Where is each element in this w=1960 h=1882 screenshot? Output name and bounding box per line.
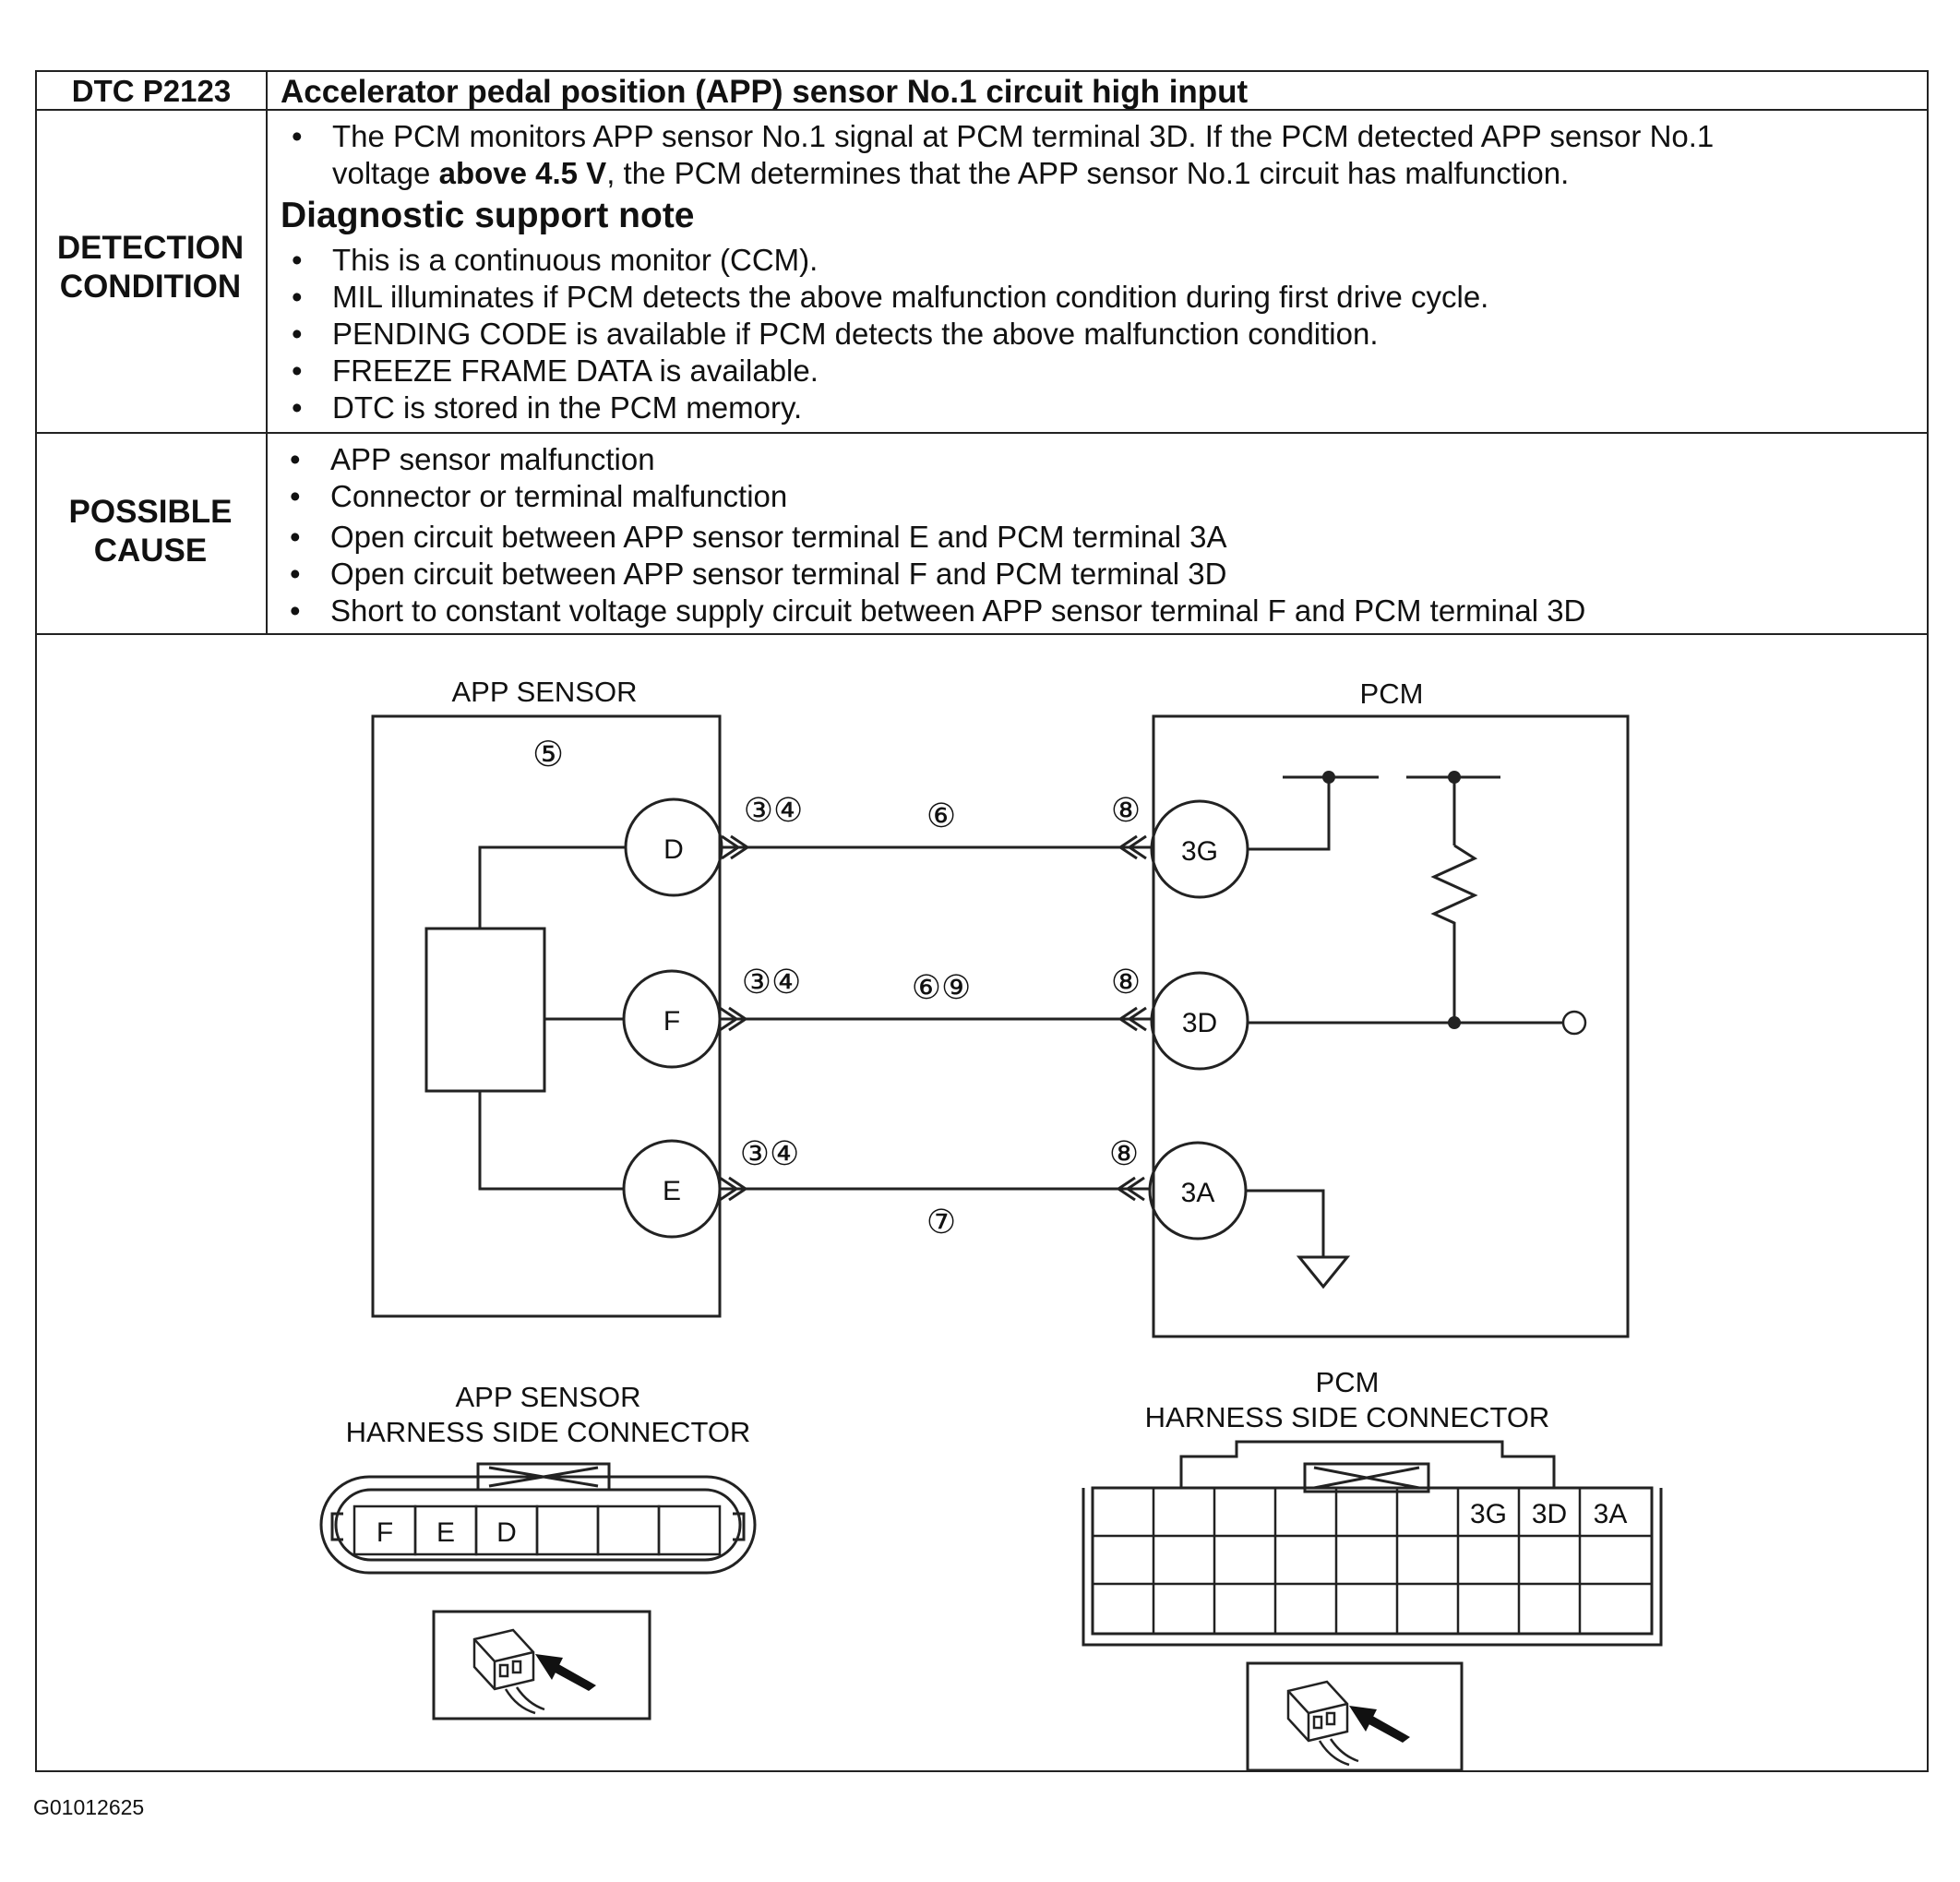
note-item: FREEZE FRAME DATA is available.: [292, 353, 819, 390]
table-divider: [35, 109, 1929, 111]
connector-step-d: ③④: [744, 791, 804, 829]
cause-item: Connector or terminal malfunction: [290, 478, 787, 515]
sensor-element: [424, 927, 546, 1093]
pcm-connector-cell-3d: 3D: [1532, 1499, 1567, 1529]
pcm-connector-step-3a: ⑧: [1109, 1134, 1139, 1172]
pcm-connector: [1082, 1440, 1663, 1772]
connector-view-icon: [1286, 1680, 1359, 1767]
arrow-icon: [1349, 1706, 1410, 1743]
terminal-3g-label: 3G: [1181, 836, 1218, 867]
pcm-connector-cell-3a: 3A: [1594, 1499, 1628, 1529]
app-connector-cell: F: [376, 1517, 393, 1548]
connector-step-f: ③④: [742, 963, 802, 1001]
pcm-connector-title-2: HARNESS SIDE CONNECTOR: [1145, 1401, 1550, 1433]
connector-view-icon: [472, 1628, 545, 1715]
sensor-wire-d: [478, 845, 626, 929]
table-divider: [35, 633, 1929, 635]
app-connector-cell: E: [436, 1517, 455, 1548]
table-divider: [35, 432, 1929, 434]
note-item: PENDING CODE is available if PCM detects…: [292, 316, 1378, 353]
wire-step-f: ⑥⑨: [912, 968, 972, 1006]
pcm-3a-wire: [1246, 1189, 1325, 1257]
app-sensor-label: APP SENSOR: [451, 676, 637, 708]
sensor-wire-e: [478, 1091, 624, 1191]
diagnostic-note-heading: Diagnostic support note: [281, 196, 695, 235]
app-sensor-connector: [319, 1462, 757, 1720]
pcm-signal-terminal: [1561, 1010, 1587, 1036]
connector-chevron: [721, 834, 750, 860]
sensor-step-number: ⑤: [532, 736, 564, 774]
pcm-box: [1152, 714, 1630, 1338]
cause-item: Short to constant voltage supply circuit…: [290, 593, 1585, 629]
connector-chevron: [719, 1006, 748, 1032]
figure-id: G01012625: [33, 1795, 145, 1819]
table-column-divider: [266, 70, 268, 635]
pcm-connector-cell-3g: 3G: [1470, 1499, 1507, 1529]
bus-junction: [1448, 771, 1461, 784]
possible-cause-line2: CAUSE: [93, 533, 208, 569]
terminal-d-label: D: [663, 834, 684, 865]
cause-item: Open circuit between APP sensor terminal…: [290, 556, 1226, 593]
app-connector-cell: D: [496, 1517, 517, 1548]
dtc-title: Accelerator pedal position (APP) sensor …: [281, 74, 1249, 110]
connector-chevron: [1117, 1006, 1147, 1032]
connector-step-e: ③④: [740, 1134, 800, 1172]
cause-item: APP sensor malfunction: [290, 441, 655, 478]
app-connector-title-2: HARNESS SIDE CONNECTOR: [346, 1416, 751, 1448]
wire-step-d: ⑥: [926, 797, 956, 834]
arrow-icon: [535, 1654, 596, 1691]
pcm-connector-title-1: PCM: [1316, 1366, 1380, 1398]
intro-voltage-pre: voltage: [332, 156, 439, 190]
terminal-f-label: F: [663, 1006, 680, 1037]
terminal-3a-label: 3A: [1181, 1178, 1215, 1208]
note-item: DTC is stored in the PCM memory.: [292, 390, 802, 426]
pcm-3g-wire: [1248, 777, 1331, 851]
ground-icon: [1296, 1255, 1351, 1289]
terminal-3d-label: 3D: [1182, 1008, 1217, 1038]
detection-intro-line1: The PCM monitors APP sensor No.1 signal …: [332, 119, 1715, 153]
connector-chevron: [1116, 1176, 1145, 1202]
possible-cause-line1: POSSIBLE: [68, 494, 233, 530]
intro-voltage-post: , the PCM determines that the APP sensor…: [606, 156, 1570, 190]
detection-label: DETECTION CONDITION: [37, 229, 264, 306]
cause-item: Open circuit between APP sensor terminal…: [290, 519, 1227, 556]
app-connector-title-1: APP SENSOR: [455, 1381, 640, 1413]
terminal-e-label: E: [663, 1176, 681, 1206]
detection-label-line2: CONDITION: [59, 269, 242, 305]
note-item: MIL illuminates if PCM detects the above…: [292, 279, 1488, 316]
bus-junction: [1448, 1016, 1461, 1029]
note-item: This is a continuous monitor (CCM).: [292, 242, 818, 279]
possible-cause-label: POSSIBLE CAUSE: [37, 493, 264, 570]
pcm-connector-step-3d: ⑧: [1111, 963, 1141, 1001]
dtc-code: DTC P2123: [71, 74, 232, 108]
terminal-3d-circle: [1150, 971, 1249, 1071]
connector-chevron: [719, 1176, 748, 1202]
pcm-label: PCM: [1360, 677, 1424, 710]
detection-intro: The PCM monitors APP sensor No.1 signal …: [292, 118, 1715, 155]
detection-label-line1: DETECTION: [56, 230, 245, 266]
pcm-resistor: [1430, 844, 1478, 1023]
intro-voltage-threshold: above 4.5 V: [438, 156, 607, 190]
detection-intro-cont: voltage above 4.5 V, the PCM determines …: [332, 155, 1569, 192]
connector-chevron: [1117, 834, 1147, 860]
table-frame: [35, 70, 1929, 1772]
pcm-connector-step-3g: ⑧: [1111, 791, 1141, 829]
wire-step-e: ⑦: [926, 1203, 956, 1241]
bus-junction: [1322, 771, 1335, 784]
